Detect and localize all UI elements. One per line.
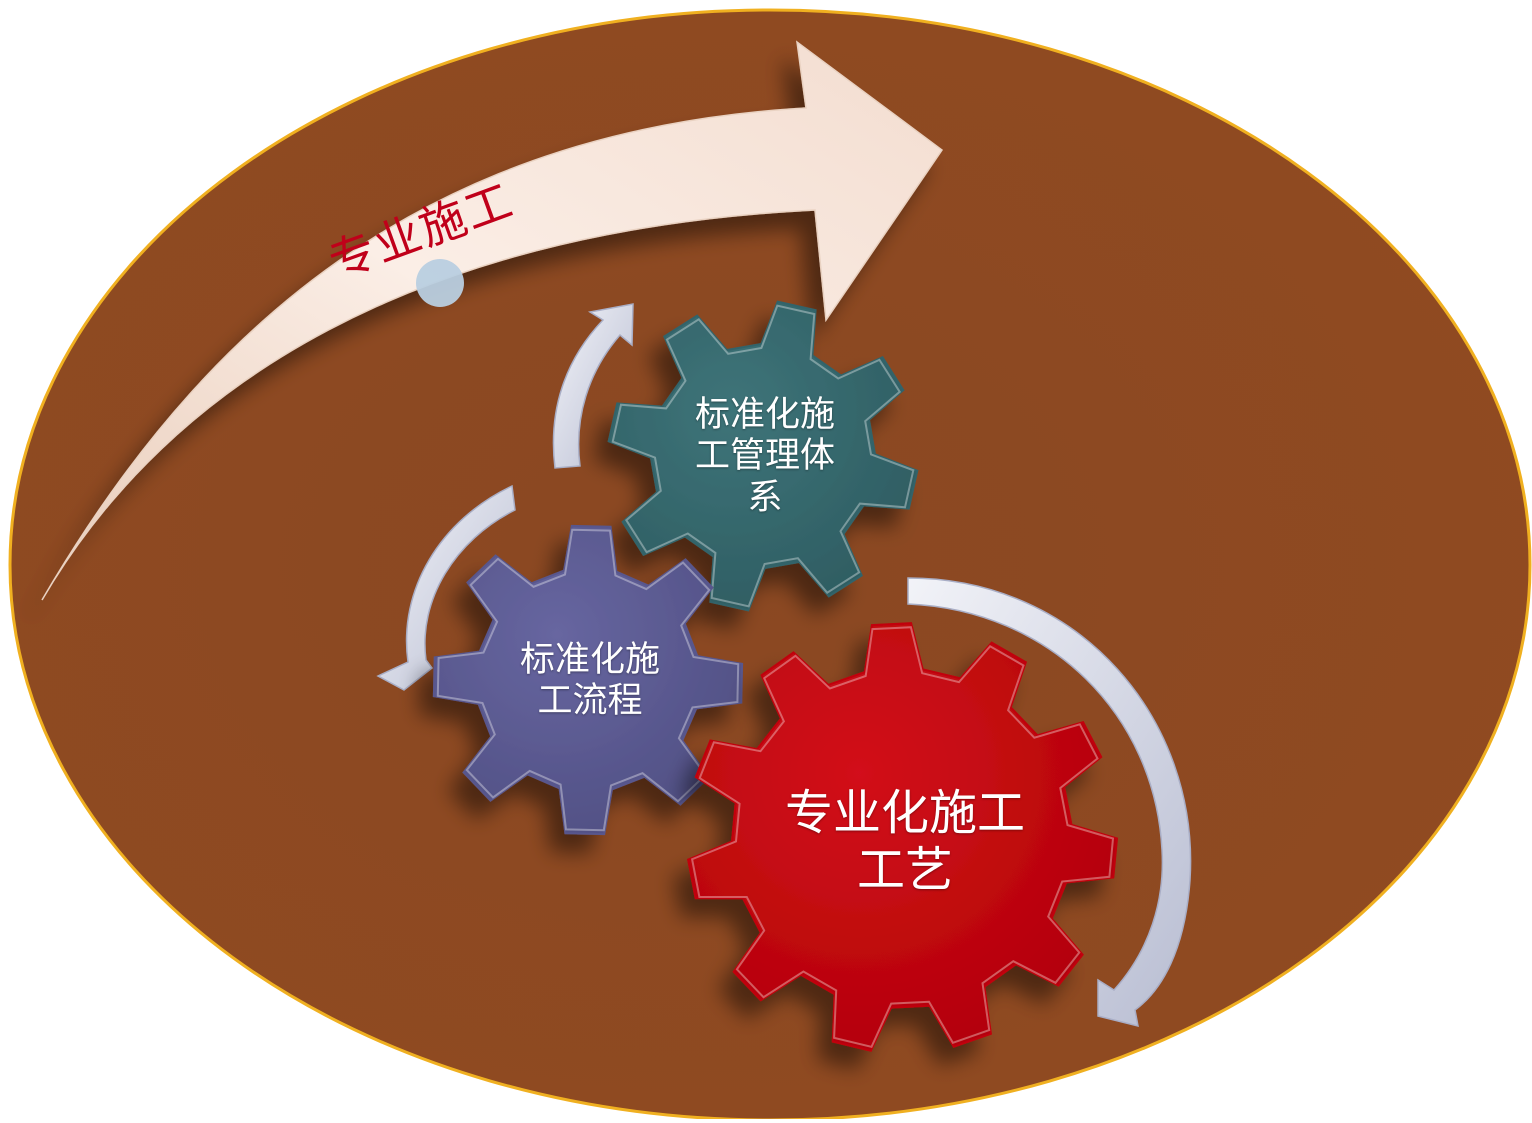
cycle-arrow-left	[376, 484, 516, 691]
cycle-arrow-right	[907, 577, 1192, 1028]
cycle-arrow-up	[552, 303, 634, 469]
gear-process-highlight	[436, 528, 740, 832]
gear-process-label: 标准化施 工流程	[519, 640, 660, 722]
gear-process	[432, 524, 744, 836]
gear-craft-body	[686, 622, 1119, 1052]
gear-craft-highlight	[690, 626, 1115, 1048]
progress-arrow	[41, 40, 944, 601]
gear-process-body	[432, 524, 744, 836]
gear-management-label: 标准化施 工管理体 系	[694, 395, 835, 518]
arrow-dot-icon	[416, 259, 464, 307]
gear-craft-label: 专业化施工 工艺	[784, 785, 1025, 898]
gear-management-highlight	[611, 304, 915, 608]
gear-management	[607, 300, 919, 612]
gear-management-body	[607, 300, 919, 612]
gear-craft	[686, 622, 1119, 1052]
